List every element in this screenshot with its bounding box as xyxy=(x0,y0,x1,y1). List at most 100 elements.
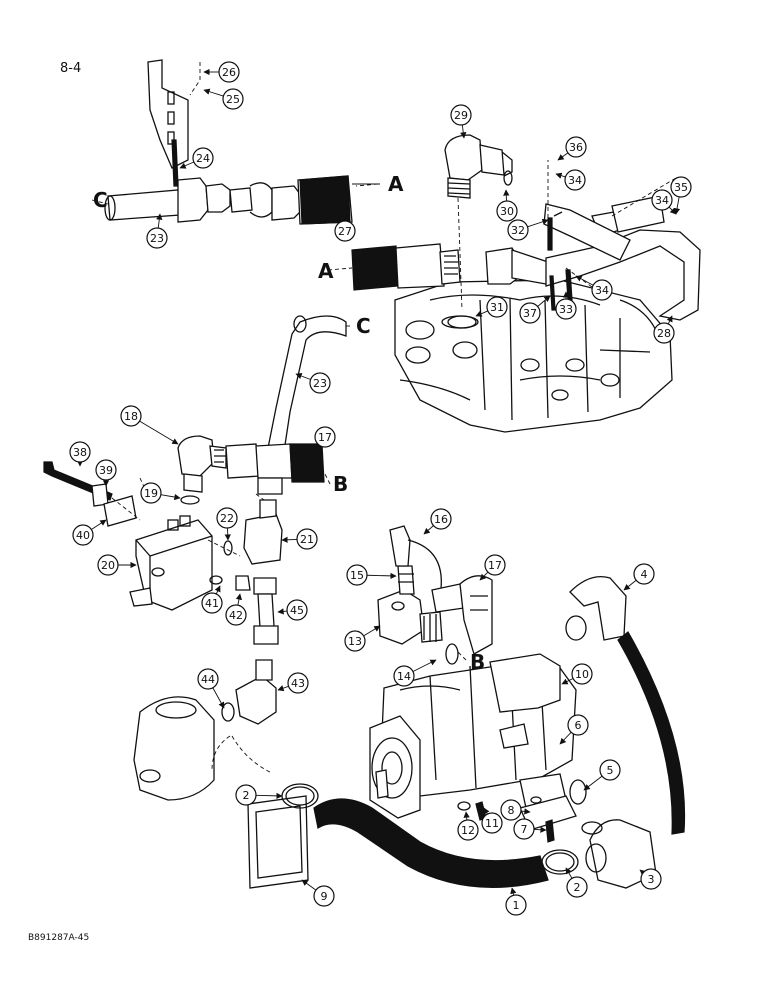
callout-leader-line xyxy=(224,527,231,541)
callout-number: 17 xyxy=(488,559,502,572)
part-callout: 21 xyxy=(281,528,318,550)
part-callout: 7 xyxy=(513,818,547,840)
phantom-lines xyxy=(139,477,241,557)
callout-number: 40 xyxy=(76,529,90,542)
callout-circle xyxy=(197,668,219,690)
callout-leader-line xyxy=(179,161,195,169)
part-callout: 31 xyxy=(475,296,508,318)
callout-circle xyxy=(287,672,309,694)
artwork xyxy=(43,59,701,889)
part-callout: 34 xyxy=(651,189,677,215)
callout-circle xyxy=(507,219,529,241)
callout-circle xyxy=(309,372,331,394)
part-callout: 18 xyxy=(120,405,179,445)
page-number: 8-4 xyxy=(60,61,81,76)
callout-leader-line xyxy=(463,811,470,821)
connection-leader xyxy=(321,467,331,485)
part-callout: 30 xyxy=(496,189,518,222)
callout-number: 42 xyxy=(229,609,243,622)
callout-leader-line xyxy=(301,879,317,891)
callout-leader-line xyxy=(295,373,311,380)
callout-leader-line xyxy=(483,807,490,815)
callout-leader-line xyxy=(673,196,681,215)
callout-circle xyxy=(235,784,257,806)
callout-number: 16 xyxy=(434,513,448,526)
part-callout: 5 xyxy=(583,759,621,791)
callout-leader-line xyxy=(255,792,283,799)
callout-leader-line xyxy=(91,519,107,530)
callout-number: 23 xyxy=(313,377,327,390)
part-callout: 2 xyxy=(235,784,283,806)
callout-leader-line xyxy=(666,315,673,325)
callout-circle xyxy=(393,665,415,687)
part-callout: 8 xyxy=(500,799,531,821)
callout-number: 5 xyxy=(607,764,614,777)
callout-circle xyxy=(146,227,168,249)
part-callout: 10 xyxy=(561,663,593,685)
callout-number: 34 xyxy=(655,194,669,207)
callout-circle xyxy=(222,88,244,110)
elbow-tubes-3-4 xyxy=(565,575,686,889)
callout-number: 38 xyxy=(73,446,87,459)
callout-circle xyxy=(651,189,673,211)
callout-circle xyxy=(633,563,655,585)
bracket-upper-left xyxy=(147,59,201,187)
callout-leader-line xyxy=(203,88,224,97)
callout-number: 21 xyxy=(300,533,314,546)
callout-number: 19 xyxy=(144,487,158,500)
callout-number: 25 xyxy=(226,93,240,106)
part-callout: 39 xyxy=(95,459,117,487)
callout-number: 7 xyxy=(521,823,528,836)
callout-leader-line xyxy=(277,685,289,692)
callout-number: 11 xyxy=(485,817,499,830)
callout-number: 43 xyxy=(291,677,305,690)
callout-leader-line xyxy=(139,420,179,445)
callout-number: 2 xyxy=(243,789,250,802)
callout-leader-line xyxy=(423,525,434,535)
callout-leader-line xyxy=(363,625,381,637)
callout-leader-line xyxy=(575,275,594,286)
callout-circle xyxy=(346,564,368,586)
part-callout: 34 xyxy=(575,275,613,301)
callout-number: 12 xyxy=(461,824,475,837)
part-callout: 26 xyxy=(203,61,240,83)
callout-circle xyxy=(72,524,94,546)
callout-leader-line xyxy=(412,659,437,672)
callout-number: 3 xyxy=(648,873,655,886)
callout-number: 45 xyxy=(290,604,304,617)
connection-letter-a-lower: A xyxy=(318,259,334,283)
callout-leader-line xyxy=(479,571,489,581)
callout-circle xyxy=(653,322,675,344)
callout-circle xyxy=(286,599,308,621)
callout-number: 44 xyxy=(201,673,215,686)
callout-circle xyxy=(450,104,472,126)
callout-circle xyxy=(567,714,589,736)
callout-leader-line xyxy=(333,213,340,223)
part-callout: 41 xyxy=(201,585,223,614)
callout-number: 39 xyxy=(99,464,113,477)
callout-number: 22 xyxy=(220,512,234,525)
callout-circle xyxy=(481,812,503,834)
part-callout: 42 xyxy=(225,593,247,626)
part-callout: 9 xyxy=(301,879,335,907)
callout-circle xyxy=(218,61,240,83)
callout-circle xyxy=(457,819,479,841)
callout-number: 34 xyxy=(568,174,582,187)
callout-leader-line xyxy=(156,213,163,229)
part-callout: 38 xyxy=(69,441,91,467)
callout-leader-line xyxy=(559,731,572,745)
callout-circle xyxy=(334,220,356,242)
callout-number: 30 xyxy=(500,205,514,218)
callout-leader-line xyxy=(460,124,467,139)
connection-letter-b-hose: B xyxy=(333,472,348,496)
callout-leader-line xyxy=(160,493,181,501)
callout-number: 34 xyxy=(595,284,609,297)
callout-leader-line xyxy=(503,189,510,202)
callout-number: 10 xyxy=(575,668,589,681)
part-callout: 32 xyxy=(507,218,549,241)
callout-number: 6 xyxy=(575,719,582,732)
callout-leader-line xyxy=(555,172,566,179)
callout-number: 18 xyxy=(124,410,138,423)
callout-number: 9 xyxy=(321,890,328,903)
